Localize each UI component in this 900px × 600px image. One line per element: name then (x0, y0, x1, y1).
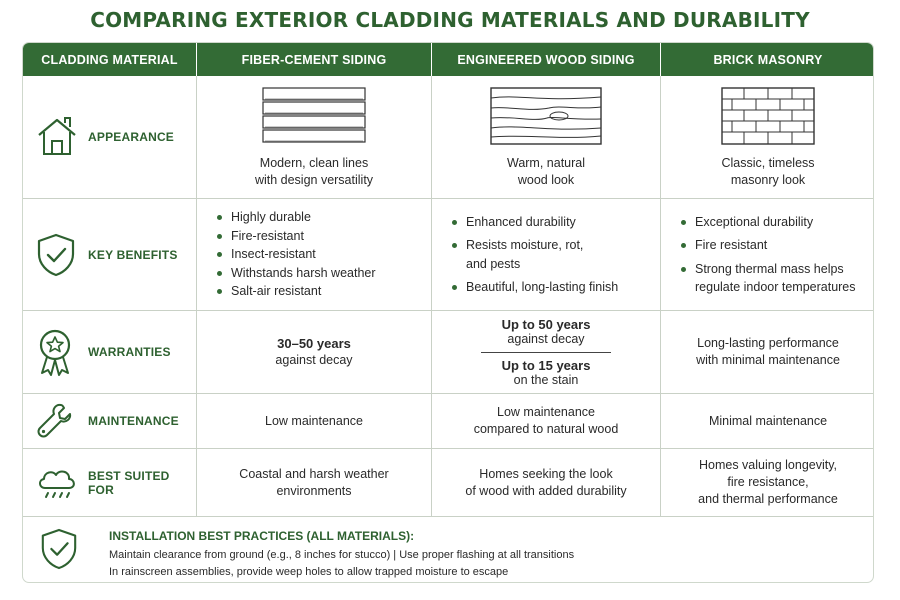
row-label-warranties: WARRANTIES (23, 311, 196, 393)
cell-fiber-maintenance: Low maintenance (197, 394, 431, 448)
cell-fiber-suited: Coastal and harsh weather environments (197, 449, 431, 516)
page-title: COMPARING EXTERIOR CLADDING MATERIALS AN… (90, 8, 810, 32)
cell-fiber-warranty: 30–50 years against decay (197, 311, 431, 393)
grid-vline (196, 76, 197, 516)
cell-wood-benefits: Enhanced durability Resists moisture, ro… (432, 199, 660, 310)
list-item: Exceptional durability (677, 213, 856, 232)
list-item: Fire resistant (677, 236, 856, 255)
wood-maintenance-line-2: compared to natural wood (473, 422, 619, 436)
brick-maintenance-text: Minimal maintenance (708, 413, 828, 428)
fiber-maintenance-text: Low maintenance (265, 413, 363, 428)
row-label-appearance: APPEARANCE (23, 76, 196, 198)
list-item: Salt-air resistant (213, 282, 376, 301)
wood-appearance-line-2: wood look (517, 172, 575, 187)
wrench-icon (37, 403, 72, 438)
cell-fiber-appearance: Modern, clean lines with design versatil… (197, 76, 431, 198)
grid-vline (431, 76, 432, 516)
wood-appearance-line-1: Warm, natural (506, 155, 586, 170)
cell-wood-warranty: Up to 50 years against decay Up to 15 ye… (432, 311, 660, 393)
wood-grain-icon (490, 86, 602, 145)
cell-wood-appearance: Warm, natural wood look (432, 76, 660, 198)
wood-warranty-sub-2: on the stain (513, 372, 579, 387)
fiber-appearance-line-1: Modern, clean lines (259, 155, 369, 170)
list-item: Fire-resistant (213, 227, 376, 246)
brick-appearance-line-1: Classic, timeless (721, 155, 815, 170)
brick-suited-line-3: and thermal performance (698, 492, 838, 506)
grid-hline (23, 516, 873, 517)
brick-suited-line-2: fire resistance, (727, 475, 809, 489)
grid-hline (23, 393, 873, 394)
installation-line-1: Maintain clearance from ground (e.g., 8 … (109, 549, 575, 561)
cell-brick-appearance: Classic, timeless masonry look (661, 76, 873, 198)
award-ribbon-icon (39, 329, 71, 376)
grid-hline (23, 310, 873, 311)
fiber-warranty-sub: against decay (275, 353, 353, 367)
list-item: Beautiful, long-lasting finish (448, 278, 618, 297)
fiber-suited-line-1: Coastal and harsh weather (239, 466, 389, 481)
cell-brick-benefits: Exceptional durability Fire resistant St… (661, 199, 873, 310)
row-label-best-suited: BEST SUITED FOR (23, 449, 196, 516)
fiber-appearance-line-2: with design versatility (254, 172, 374, 187)
wood-benefits-list: Enhanced durability Resists moisture, ro… (448, 213, 618, 297)
cell-brick-warranty: Long-lasting performance with minimal ma… (661, 311, 873, 393)
list-item: Highly durable (213, 208, 376, 227)
row-label-text: MAINTENANCE (88, 414, 179, 428)
row-label-maintenance: MAINTENANCE (23, 394, 196, 448)
cell-wood-maintenance: Low maintenance compared to natural wood (432, 394, 660, 448)
fiber-suited-line-2: environments (276, 483, 352, 498)
wood-suited-line-1: Homes seeking the look (479, 466, 613, 481)
row-label-text: APPEARANCE (88, 130, 175, 144)
rain-cloud-icon (39, 470, 75, 498)
brick-wall-icon (721, 86, 815, 145)
list-item: Insect-resistant (213, 245, 376, 264)
cell-fiber-benefits: Highly durable Fire-resistant Insect-res… (197, 199, 431, 310)
wood-warranty-years-2: Up to 15 years (501, 357, 591, 373)
house-icon (38, 117, 76, 155)
grid-hline (23, 448, 873, 449)
row-label-key-benefits: KEY BENEFITS (23, 199, 196, 310)
fiber-benefits-list: Highly durable Fire-resistant Insect-res… (213, 208, 376, 301)
shield-check-icon (41, 528, 77, 570)
wood-warranty-sub-1: against decay (507, 331, 585, 346)
grid-hline (23, 198, 873, 199)
installation-line-2: In rainscreen assemblies, provide weep h… (109, 566, 509, 578)
brick-suited-line-1: Homes valuing longevity, (698, 458, 838, 472)
siding-boards-icon (262, 86, 366, 143)
list-item: Enhanced durability (448, 213, 618, 232)
header-cladding-material: CLADDING MATERIAL (23, 43, 196, 76)
wood-suited-line-2: of wood with added durability (465, 483, 627, 498)
brick-appearance-line-2: masonry look (730, 172, 806, 187)
grid-vline (660, 76, 661, 516)
row-label-text: WARRANTIES (88, 345, 171, 359)
brick-warranty-line-2: with minimal maintenance (696, 353, 840, 367)
header-engineered-wood: ENGINEERED WOOD SIDING (432, 43, 660, 76)
header-brick-masonry: BRICK MASONRY (661, 43, 873, 76)
installation-title: INSTALLATION BEST PRACTICES (ALL MATERIA… (109, 529, 415, 543)
cell-wood-suited: Homes seeking the look of wood with adde… (432, 449, 660, 516)
cell-brick-maintenance: Minimal maintenance (661, 394, 873, 448)
warranty-divider (481, 351, 611, 353)
row-label-text: BEST SUITED FOR (88, 468, 170, 497)
fiber-warranty-years: 30–50 years (277, 336, 351, 351)
brick-warranty-line-1: Long-lasting performance (697, 336, 839, 350)
comparison-table: CLADDING MATERIAL FIBER-CEMENT SIDING EN… (22, 42, 874, 583)
wood-maintenance-line-1: Low maintenance (497, 405, 595, 419)
shield-check-icon (37, 233, 75, 277)
list-item: Resists moisture, rot,and pests (448, 236, 618, 273)
header-fiber-cement: FIBER-CEMENT SIDING (197, 43, 431, 76)
wood-warranty-years-1: Up to 50 years (501, 316, 591, 332)
row-label-text: KEY BENEFITS (88, 247, 178, 262)
list-item: Withstands harsh weather (213, 264, 376, 283)
cell-brick-suited: Homes valuing longevity, fire resistance… (661, 449, 873, 516)
brick-benefits-list: Exceptional durability Fire resistant St… (677, 213, 856, 297)
